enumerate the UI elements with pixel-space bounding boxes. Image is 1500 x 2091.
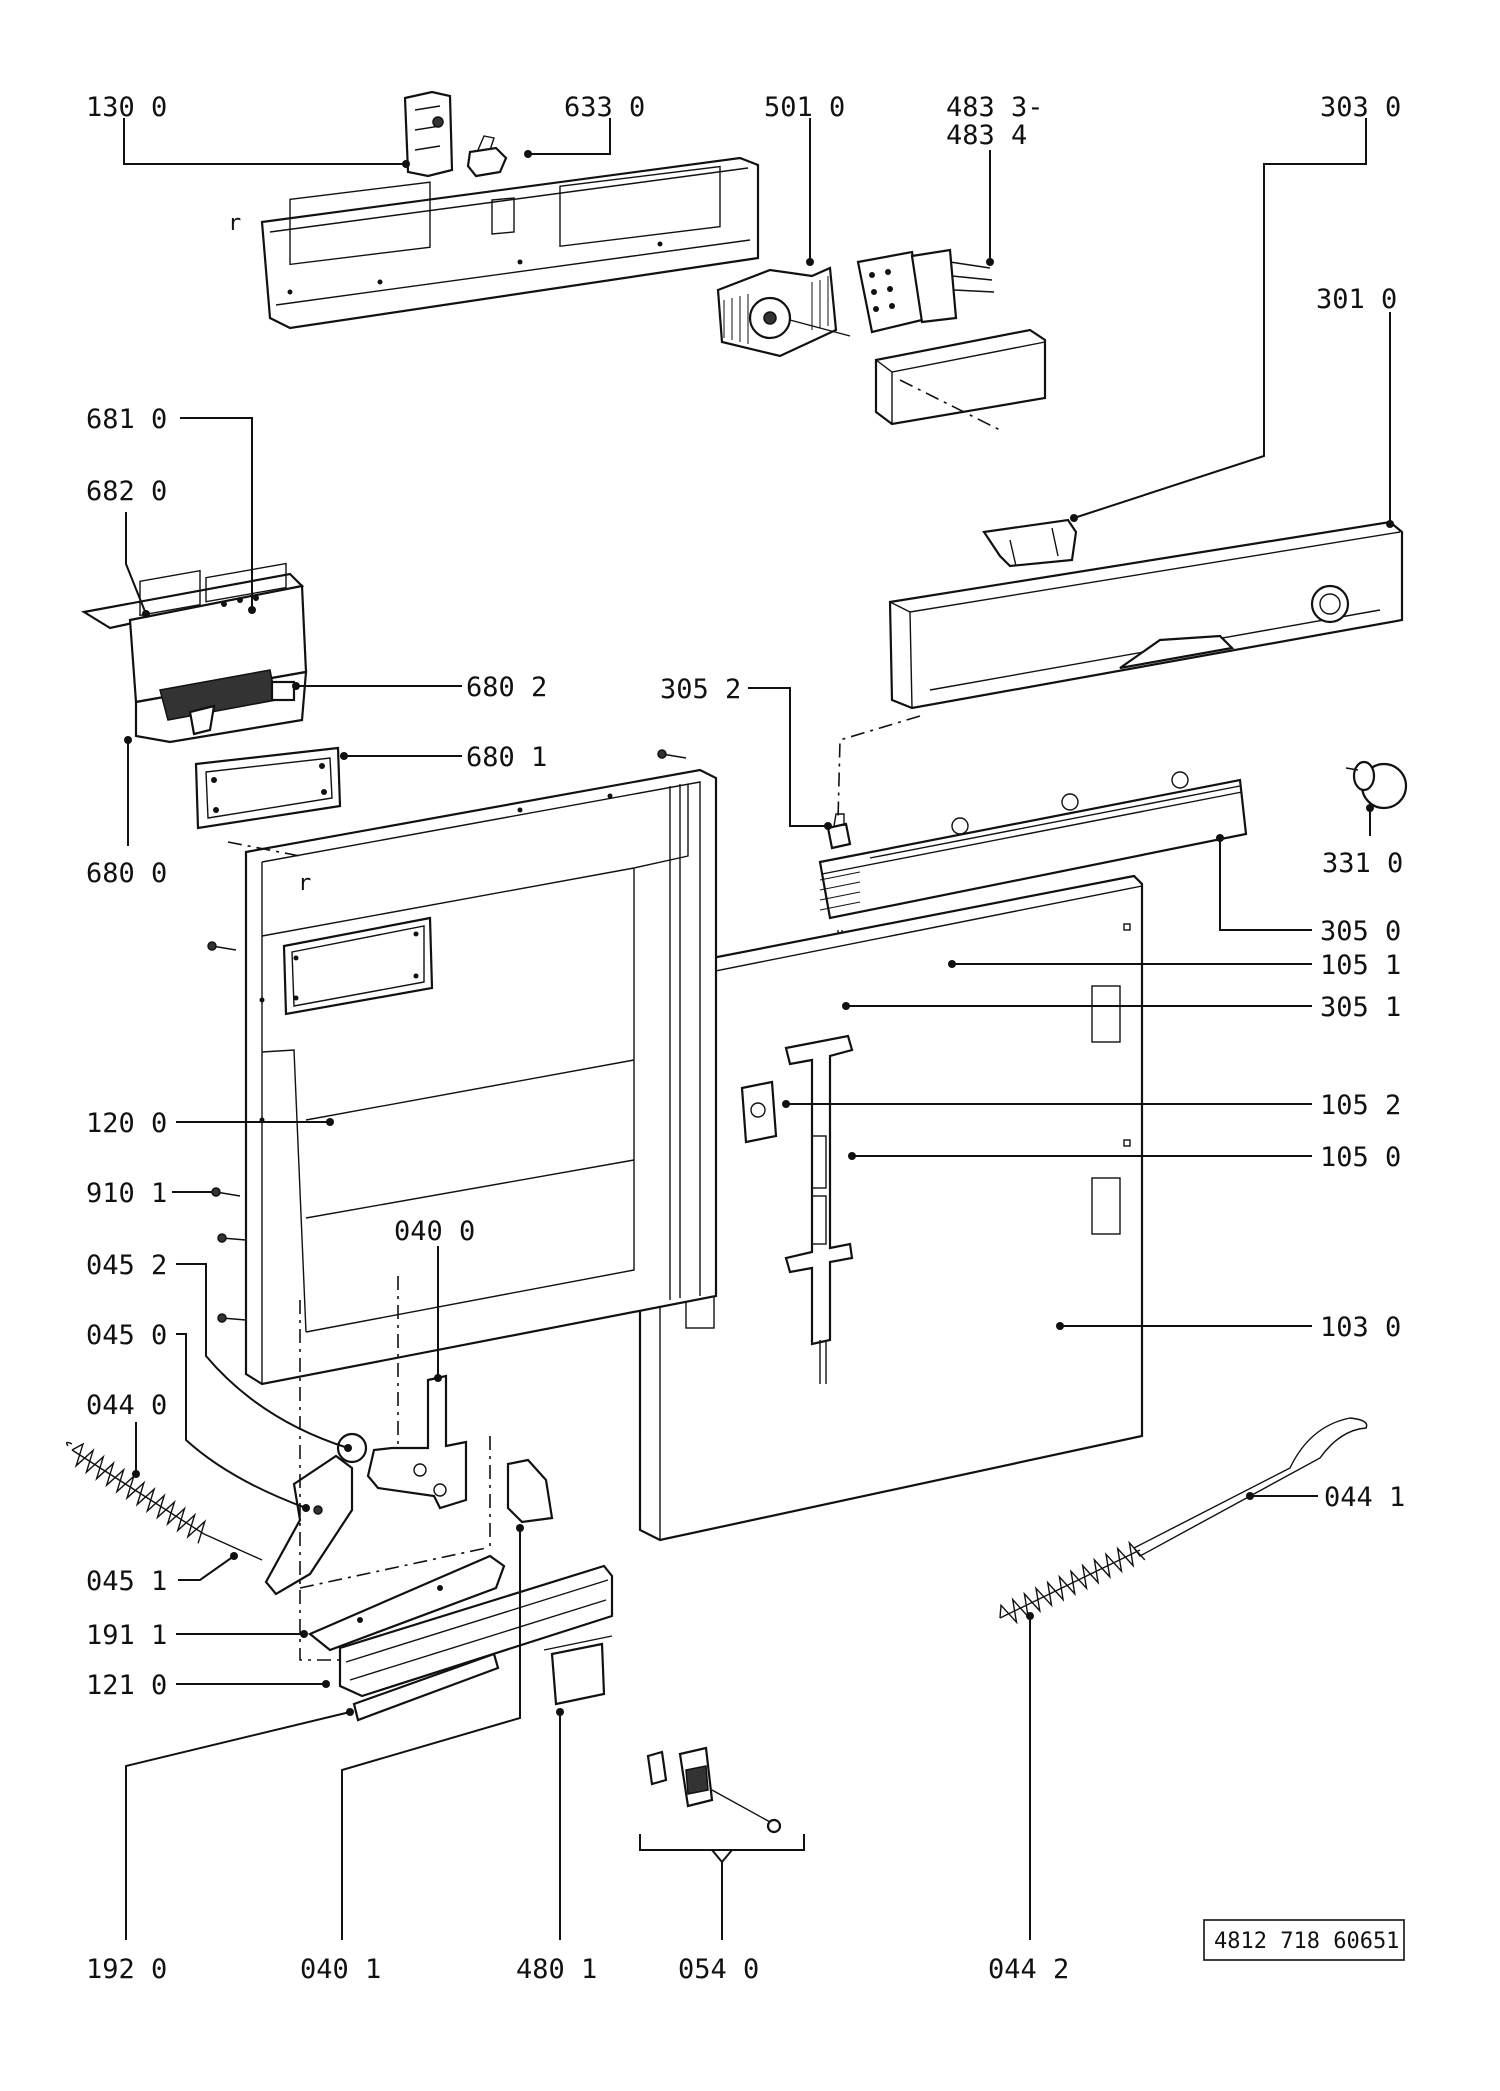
label-045-0: 045 0 xyxy=(86,1320,167,1351)
part-680-2-dispenser xyxy=(80,562,308,744)
label-105-0: 105 0 xyxy=(1320,1142,1401,1173)
part-301-0-clip xyxy=(982,518,1078,568)
part-191-1-lower-rail xyxy=(307,1554,506,1652)
label-045-2: 045 2 xyxy=(86,1250,167,1281)
part-044-1-rod xyxy=(1132,1417,1368,1557)
label-r-mark-2: r xyxy=(298,871,311,896)
spring-left-coil xyxy=(71,1442,207,1544)
label-044-0: 044 0 xyxy=(86,1390,167,1421)
bracket-054-0 xyxy=(639,1834,805,1864)
part-040-1-cover xyxy=(506,1458,554,1524)
leader-lines xyxy=(123,118,1394,1940)
part-303-0-fascia xyxy=(888,520,1404,710)
label-105-2: 105 2 xyxy=(1320,1090,1401,1121)
label-054-0: 054 0 xyxy=(678,1954,759,1985)
assembly-lines xyxy=(227,715,921,1661)
label-910-1: 910 1 xyxy=(86,1178,167,1209)
part-054-0-switch xyxy=(646,1746,782,1834)
part-040-0-hinge-plate xyxy=(366,1374,468,1510)
part-044-2-spring xyxy=(999,1549,1141,1619)
label-301-0: 301 0 xyxy=(1316,284,1397,315)
part-105-2-bracket xyxy=(740,1080,778,1144)
label-044-2: 044 2 xyxy=(988,1954,1069,1985)
part-121-0-bottom-rail xyxy=(338,1564,614,1698)
reference-number-box: 4812 718 60651 xyxy=(1203,1919,1405,1961)
label-120-0: 120 0 xyxy=(86,1108,167,1139)
part-633-0-clip xyxy=(466,135,508,178)
label-103-0: 103 0 xyxy=(1320,1312,1401,1343)
part-connector-housing xyxy=(874,328,1047,431)
spring-right-coil xyxy=(999,1540,1146,1625)
label-682-0: 682 0 xyxy=(86,476,167,507)
part-control-panel-frame xyxy=(260,156,760,330)
label-680-2: 680 2 xyxy=(466,672,547,703)
label-305-1: 305 1 xyxy=(1320,992,1401,1023)
label-680-0: 680 0 xyxy=(86,858,167,889)
label-045-1: 045 1 xyxy=(86,1566,167,1597)
part-045-0-hinge-arm xyxy=(264,1432,368,1596)
label-040-0: 040 0 xyxy=(394,1216,475,1247)
label-305-2: 305 2 xyxy=(660,674,741,705)
label-633-0: 633 0 xyxy=(564,92,645,123)
label-680-1: 680 1 xyxy=(466,742,547,773)
label-480-1: 480 1 xyxy=(516,1954,597,1985)
label-121-0: 121 0 xyxy=(86,1670,167,1701)
part-680-1-gasket xyxy=(194,746,342,830)
part-044-0-spring xyxy=(65,1441,263,1561)
part-105-0-rail xyxy=(784,1034,854,1384)
label-040-1: 040 1 xyxy=(300,1954,381,1985)
part-130-0-bracket xyxy=(403,90,454,178)
part-305-2-clip xyxy=(826,813,852,850)
part-305-0-handle-bar xyxy=(818,771,1248,920)
label-483-3: 483 3- xyxy=(946,92,1044,123)
label-331-0: 331 0 xyxy=(1322,848,1403,879)
reference-number: 4812 718 60651 xyxy=(1214,1929,1399,1954)
part-labels: 130 0 633 0 501 0 483 3- 483 4 303 0 301… xyxy=(86,92,1405,1985)
part-331-0-knob xyxy=(1345,760,1408,810)
label-305-0: 305 0 xyxy=(1320,916,1401,947)
label-303-0: 303 0 xyxy=(1320,92,1401,123)
label-483-4: 483 4 xyxy=(946,120,1027,151)
label-105-1: 105 1 xyxy=(1320,950,1401,981)
part-910-1-screws xyxy=(207,749,687,1323)
part-483-connector xyxy=(856,248,995,334)
part-480-1-clip xyxy=(543,1635,613,1706)
part-120-0-door-frame xyxy=(244,768,718,1386)
part-501-0-timer xyxy=(716,266,851,358)
label-191-1: 191 1 xyxy=(86,1620,167,1651)
label-681-0: 681 0 xyxy=(86,404,167,435)
part-192-0-strip xyxy=(352,1652,500,1722)
label-044-1: 044 1 xyxy=(1324,1482,1405,1513)
label-r-mark-1: r xyxy=(228,211,241,236)
label-192-0: 192 0 xyxy=(86,1954,167,1985)
label-130-0: 130 0 xyxy=(86,92,167,123)
label-501-0: 501 0 xyxy=(764,92,845,123)
